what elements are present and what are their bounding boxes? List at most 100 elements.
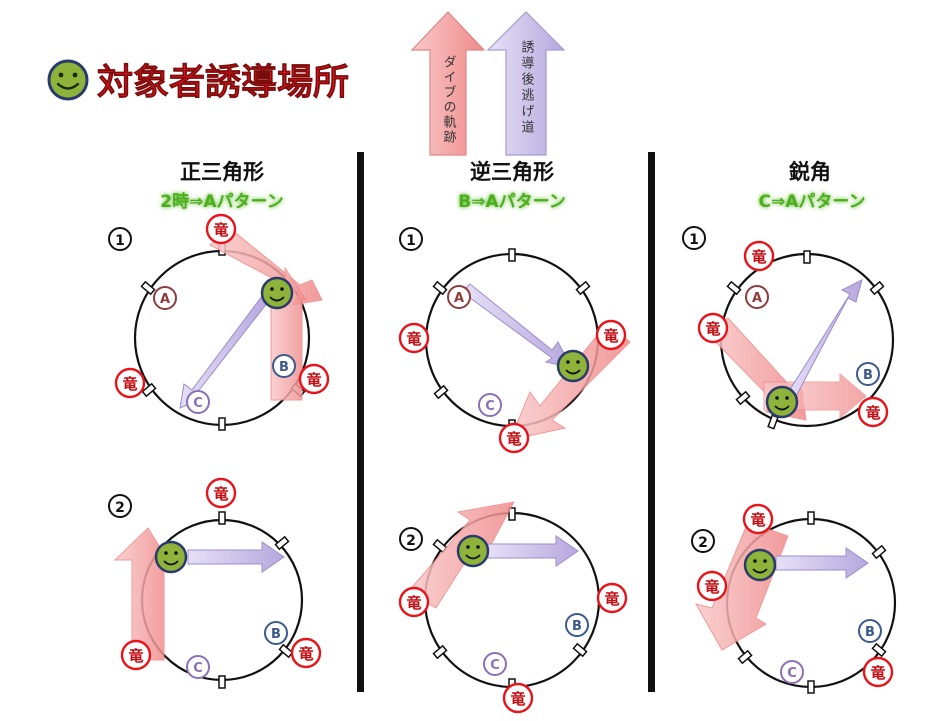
col2-step1-marker-c: C [478,393,502,417]
col1-step1-dragon-marker-left: 竜 [114,367,146,399]
escape-route-legend-arrow: 誘導後逃げ道 [486,11,566,156]
col1-step1-marker-a: A [153,286,177,310]
svg-text:B: B [863,368,873,383]
svg-text:B: B [271,627,281,642]
col1-step2-marker-b: B [264,621,288,645]
col2-step1-dragon-marker-left: 竜 [398,322,430,354]
column-divider-1 [357,152,364,692]
svg-text:1: 1 [689,232,699,248]
col1-step2-arena [140,511,304,689]
svg-text:竜: 竜 [128,647,143,665]
svg-text:1: 1 [115,233,125,249]
col2-step1-dragon-marker-right: 竜 [595,319,627,351]
dive-trajectory-legend-arrow: ダイブの軌跡 [410,11,486,156]
col2-step1-escape-arrow [461,283,573,369]
col1-step2-dragon-marker-top: 竜 [205,477,237,509]
svg-text:竜: 竜 [122,375,137,393]
col1-step2-dive-arrow [113,527,169,661]
col3-step2-dragon-marker-left: 竜 [696,570,728,602]
svg-text:2: 2 [115,500,125,516]
col2-step1-marker-a: A [447,285,471,309]
col2-step1-smiley [556,349,590,383]
svg-text:A: A [160,292,170,307]
svg-text:C: C [193,661,203,676]
col3-step2-marker-c: C [780,660,804,684]
svg-text:A: A [752,291,762,306]
svg-text:C: C [490,658,500,673]
col1-step2-marker-c: C [186,655,210,679]
col2-step2-dragon-marker-left: 竜 [398,586,430,618]
svg-text:竜: 竜 [406,330,421,348]
svg-text:竜: 竜 [751,248,766,266]
col2-step2-arena [423,507,601,692]
column-divider-2 [648,152,655,692]
svg-text:竜: 竜 [705,320,720,338]
svg-text:B: B [865,625,875,640]
svg-text:2: 2 [698,535,708,551]
col3-step-2-number: 2 [691,529,715,553]
col3-step1-marker-b: B [856,362,880,386]
dive-trajectory-label: ダイブの軌跡 [441,55,457,145]
column-2-subheading: B⇒Aパターン [458,192,566,212]
col3-step2-smiley [743,548,777,582]
svg-text:B: B [572,619,582,634]
escape-route-label: 誘導後逃げ道 [519,40,535,136]
col1-step1-dragon-marker-top: 竜 [205,213,237,245]
svg-text:2: 2 [406,533,416,549]
col2-step2-smiley [456,534,490,568]
col2-step2-dragon-marker-right: 竜 [596,582,628,614]
col3-step1-dragon-marker-right: 竜 [857,396,889,428]
svg-text:竜: 竜 [865,404,880,422]
svg-text:C: C [485,399,495,414]
col3-step1-marker-a: A [745,285,769,309]
col2-step2-marker-b: B [565,613,589,637]
col3-step2-escape-arrow [775,547,869,579]
col3-step1-dragon-marker-top: 竜 [743,240,775,272]
svg-text:竜: 竜 [406,594,421,612]
col1-step1-smiley [260,276,294,310]
svg-text:竜: 竜 [506,430,521,448]
col1-step2-smiley [154,540,188,574]
col3-step2-dragon-marker-top: 竜 [742,503,774,535]
col1-step-2-number: 2 [108,494,132,518]
col3-step1-smiley [765,385,799,419]
col1-step2-dragon-marker-left: 竜 [120,639,152,671]
title-smiley-icon [47,59,89,101]
column-3-heading: 鋭角 [789,160,831,184]
svg-text:竜: 竜 [604,590,619,608]
svg-text:C: C [787,666,797,681]
svg-text:A: A [454,291,464,306]
col2-step-2-number: 2 [399,527,423,551]
column-3-subheading: C⇒Aパターン [758,192,865,212]
col3-step1-arena [719,250,895,430]
column-1-subheading: 2時⇒Aパターン [160,191,283,212]
col3-step2-dragon-marker-right: 竜 [862,656,894,688]
column-2-heading: 逆三角形 [470,160,554,184]
col2-step1-dragon-marker-bottom: 竜 [498,422,530,454]
column-1-heading: 正三角形 [180,160,264,184]
col2-step1-arena [424,248,600,433]
svg-text:竜: 竜 [750,511,765,529]
col2-step2-dragon-marker-bottom: 竜 [502,682,534,714]
svg-text:B: B [279,360,289,375]
col3-step1-escape-arrow [785,279,863,401]
svg-text:C: C [193,396,203,411]
page-title: 対象者誘導場所 [97,62,349,103]
col3-step-1-number: 1 [682,226,706,250]
svg-text:竜: 竜 [306,371,321,389]
svg-text:竜: 竜 [298,645,313,663]
col2-step2-escape-arrow [487,535,579,567]
svg-text:竜: 竜 [870,664,885,682]
svg-text:竜: 竜 [213,485,228,503]
col1-step1-marker-b: B [272,354,296,378]
col1-step-1-number: 1 [108,227,132,251]
col3-step2-marker-b: B [858,619,882,643]
svg-text:竜: 竜 [510,690,525,708]
col3-step1-dragon-marker-left: 竜 [697,312,729,344]
col2-step-1-number: 1 [399,227,423,251]
col1-step2-dragon-marker-right: 竜 [290,637,322,669]
svg-text:竜: 竜 [213,221,228,239]
svg-text:竜: 竜 [603,327,618,345]
col1-step1-marker-c: C [186,390,210,414]
